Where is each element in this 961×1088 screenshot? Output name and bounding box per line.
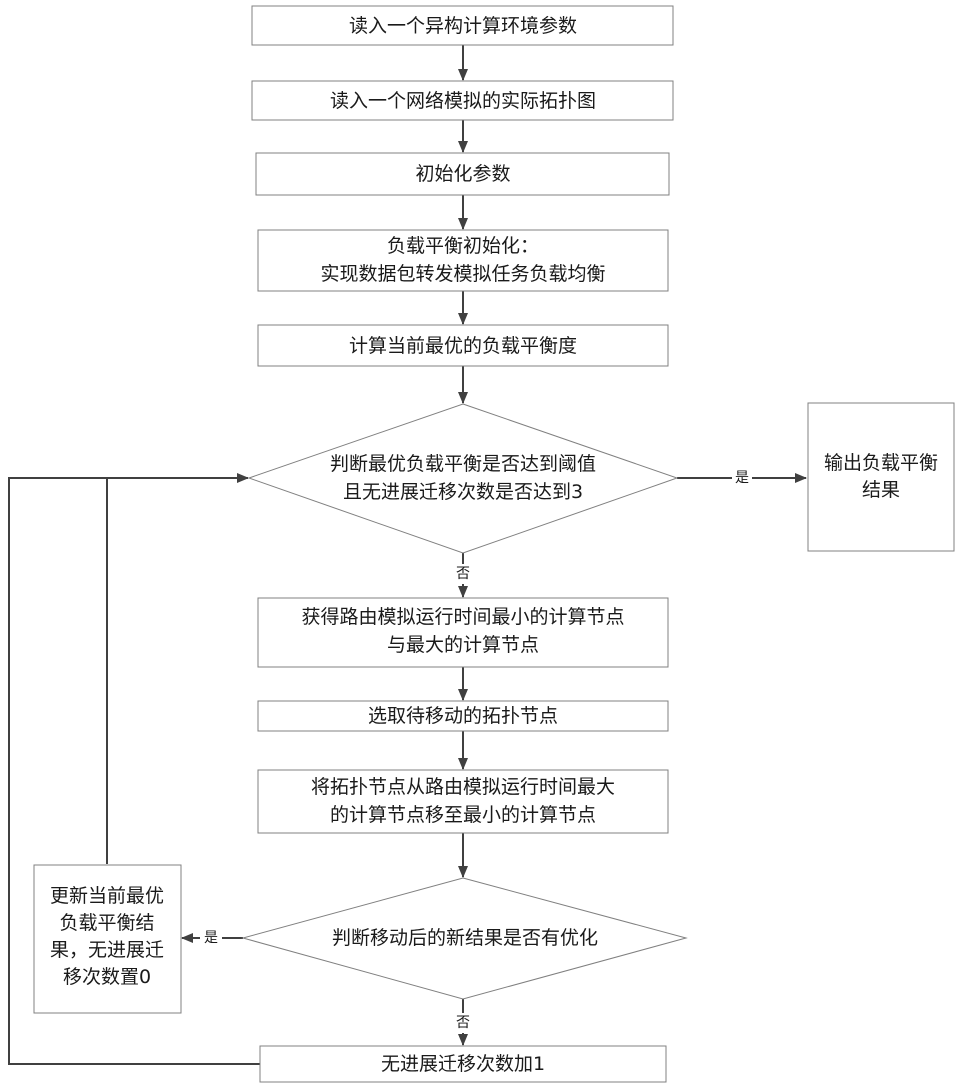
decision-label-line-1: 判断最优负载平衡是否达到阈值 (330, 453, 596, 475)
node-label-line-1: 将拓扑节点从路由模拟运行时间最大 (311, 776, 615, 798)
node-label: 读入一个异构计算环境参数 (349, 15, 577, 37)
node-label-line-2: 结果 (862, 479, 900, 501)
decision-threshold-check: 判断最优负载平衡是否达到阈值 且无进展迁移次数是否达到3 (249, 404, 677, 553)
node-init-params: 初始化参数 (256, 153, 669, 195)
node-label-line-1: 输出负载平衡 (824, 452, 938, 474)
edge-label-no-2: 否 (456, 1015, 470, 1031)
nodes: 读入一个异构计算环境参数 读入一个网络模拟的实际拓扑图 初始化参数 负载平衡初始… (34, 6, 954, 1082)
node-label-line-2: 负载平衡结 (59, 912, 154, 934)
node-get-min-max-nodes: 获得路由模拟运行时间最小的计算节点 与最大的计算节点 (258, 598, 668, 667)
decision-label: 判断移动后的新结果是否有优化 (332, 927, 598, 949)
decision-optimization-check: 判断移动后的新结果是否有优化 (243, 878, 686, 999)
node-label: 读入一个网络模拟的实际拓扑图 (330, 90, 596, 112)
node-label-line-1: 更新当前最优 (50, 885, 164, 907)
node-select-topology-node: 选取待移动的拓扑节点 (258, 701, 668, 731)
node-calc-best-balance: 计算当前最优的负载平衡度 (258, 325, 668, 366)
node-update-best-result: 更新当前最优 负载平衡结 果，无进展迁 移次数置0 (34, 865, 181, 1013)
node-increment-no-progress: 无进展迁移次数加1 (260, 1046, 666, 1082)
node-label-line-2: 与最大的计算节点 (387, 634, 539, 656)
node-label-line-1: 获得路由模拟运行时间最小的计算节点 (301, 606, 624, 628)
node-label-line-4: 移次数置0 (63, 966, 151, 988)
node-label-line-2: 实现数据包转发模拟任务负载均衡 (320, 263, 605, 285)
node-label-line-3: 果，无进展迁 (50, 939, 164, 961)
edge-label-no-1: 否 (456, 566, 470, 582)
decision-label-line-2: 且无进展迁移次数是否达到3 (343, 481, 583, 503)
node-label-line-2: 的计算节点移至最小的计算节点 (330, 804, 596, 826)
node-label: 无进展迁移次数加1 (381, 1053, 545, 1075)
edge-upd-d1 (107, 478, 248, 864)
node-load-balance-init: 负载平衡初始化： 实现数据包转发模拟任务负载均衡 (258, 230, 668, 291)
node-label: 计算当前最优的负载平衡度 (349, 335, 577, 357)
edge-label-yes-1: 是 (735, 470, 749, 486)
node-move-topology-node: 将拓扑节点从路由模拟运行时间最大 的计算节点移至最小的计算节点 (258, 770, 668, 833)
node-label: 初始化参数 (415, 163, 510, 185)
node-label-line-1: 负载平衡初始化： (387, 235, 539, 257)
node-read-topology: 读入一个网络模拟的实际拓扑图 (252, 81, 673, 120)
edge-label-yes-2: 是 (204, 930, 218, 946)
node-label: 选取待移动的拓扑节点 (368, 705, 558, 727)
node-read-env-params: 读入一个异构计算环境参数 (252, 6, 673, 45)
node-output-result: 输出负载平衡 结果 (808, 403, 954, 551)
